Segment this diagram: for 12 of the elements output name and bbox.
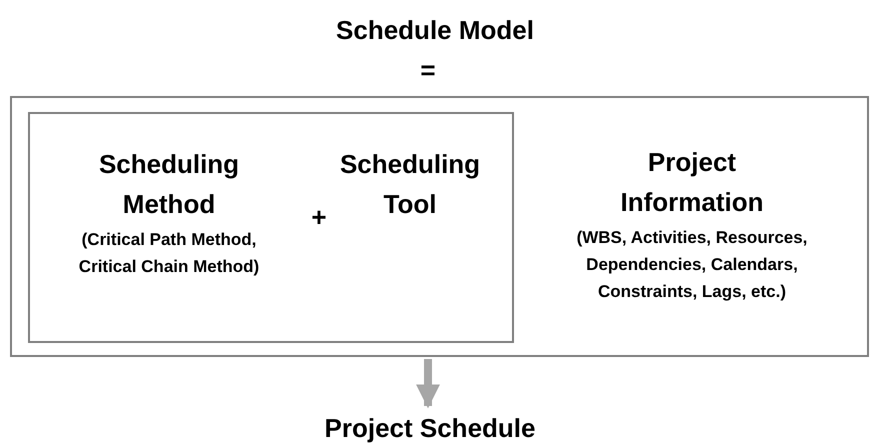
equals-sign: = [419, 54, 437, 87]
plus-sign: + [310, 201, 328, 234]
heading: Scheduling Method [98, 148, 240, 221]
heading: Project Schedule [324, 412, 536, 444]
description: (Critical Path Method, Critical Chain Method) [78, 229, 260, 278]
arrow [416, 359, 440, 408]
description: (WBS, Activities, Resources, Dependencies, Calendars, Constraints, Lags, etc.) [576, 227, 808, 303]
heading: Scheduling Tool [338, 148, 482, 221]
heading: Project Information [620, 146, 764, 219]
title: Schedule Model [335, 14, 535, 47]
container-box [28, 112, 514, 343]
container-box [10, 96, 869, 357]
